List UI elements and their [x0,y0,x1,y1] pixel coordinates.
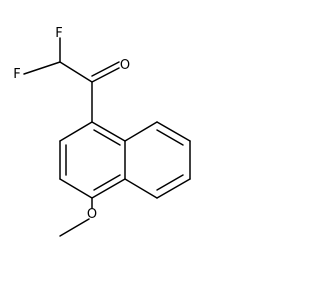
bond-ring-a-double-2 [93,174,121,191]
bond-ring-b-5 [124,178,158,199]
bond-ring-b-2 [156,121,191,142]
atom-label-ether-oxygen: O [87,207,97,222]
bond-ring-b-double-1 [156,129,184,146]
bond-c-f-left [23,61,61,75]
atom-label-fluorine-top: F [55,26,62,41]
bond-ring-a-3 [59,178,93,199]
atom-label-carbonyl-oxygen: O [120,58,130,73]
bond-chf2-carbonyl [59,61,93,83]
structure-canvas: F F O O [13,26,191,237]
bond-ring-a-double-3 [93,129,121,146]
bond-carbonyl-double-outer [91,67,120,83]
atom-label-fluorine-left: F [13,67,20,82]
bond-ring-b-1 [124,121,158,142]
bond-ring-b-4 [156,178,191,199]
bond-ring-a-6 [91,121,126,142]
bond-ring-a-1 [59,121,93,142]
bond-ring-a-4 [91,178,126,199]
molecule-structure: F F O O [13,26,191,237]
bond-carbonyl-double-inner [91,61,120,77]
bond-ring-b-double-2 [156,174,184,191]
bond-ether-o-methyl [59,218,90,237]
